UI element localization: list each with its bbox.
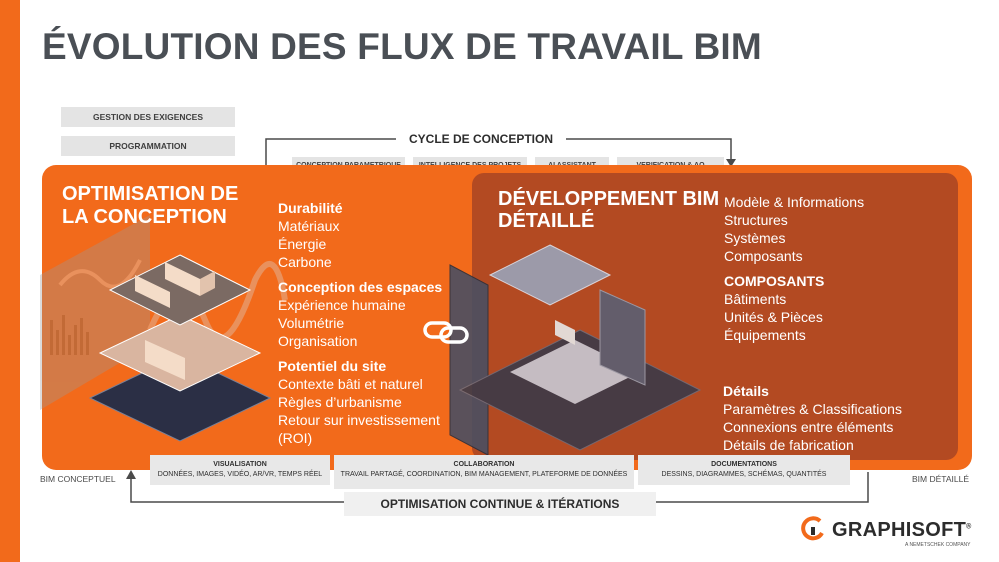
- graphisoft-logo-icon: [801, 516, 824, 541]
- bim-conceptuel-label: BIM CONCEPTUEL: [40, 474, 116, 484]
- optimisation-title: OPTIMISATION DE LA CONCEPTION: [62, 183, 239, 228]
- details-list: Détails Paramètres & Classifications Con…: [723, 383, 902, 453]
- tag-programmation: PROGRAMMATION: [61, 136, 235, 156]
- developpement-title: DÉVELOPPEMENT BIM DÉTAILLÉ: [498, 188, 720, 232]
- slide-title: ÉVOLUTION DES FLUX DE TRAVAIL BIM: [42, 26, 762, 67]
- continuous-optimisation-label: OPTIMISATION CONTINUE & ITÉRATIONS: [344, 492, 656, 516]
- logo-wordmark: GRAPHISOFT®: [832, 519, 972, 541]
- cycle-arrowhead-icon: [726, 159, 736, 167]
- logo-tagline: A NEMETSCHEK COMPANY: [905, 542, 971, 548]
- box-documentations: DOCUMENTATIONS DESSINS, DIAGRAMMES, SCHÉ…: [638, 455, 850, 485]
- accent-bar: [0, 0, 20, 562]
- bim-detaille-label: BIM DÉTAILLÉ: [912, 474, 969, 484]
- cycle-label: CYCLE DE CONCEPTION: [396, 129, 566, 149]
- iteration-arrowhead-icon: [126, 470, 136, 479]
- tag-gestion-des-exigences: GESTION DES EXIGENCES: [61, 107, 235, 127]
- optimisation-list: Durabilité Matériaux Énergie Carbone Con…: [278, 200, 443, 446]
- box-collaboration: COLLABORATION TRAVAIL PARTAGÉ, COORDINAT…: [334, 455, 634, 489]
- link-icon: [423, 321, 469, 344]
- conceptual-model-icon: [88, 254, 272, 442]
- detailed-model-icon: [449, 244, 702, 456]
- box-visualisation: VISUALISATION DONNÉES, IMAGES, VIDÉO, AR…: [150, 455, 330, 485]
- developpement-list: Modèle & Informations Structures Système…: [724, 194, 865, 343]
